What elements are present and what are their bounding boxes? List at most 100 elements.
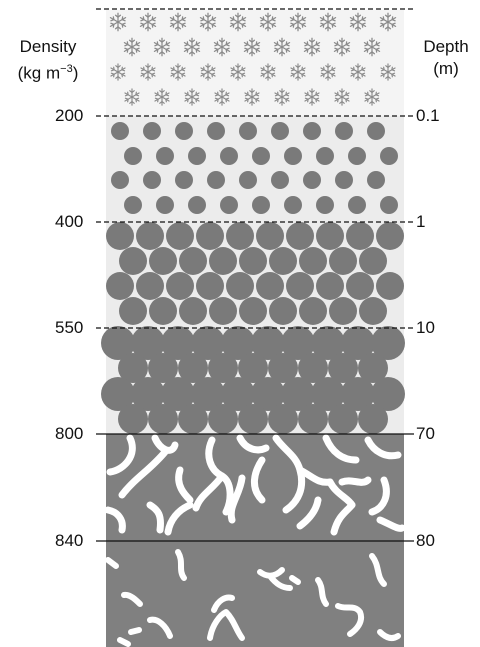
grain [286,222,314,250]
density-tick-800: 800 [55,424,84,443]
isolated-air-bubbles [105,549,401,647]
depth-tick-80: 80 [416,531,435,550]
grain [335,171,353,189]
density-tick-400: 400 [55,212,84,231]
sintered-grain [251,326,285,360]
grain [335,122,353,140]
sintered-grain [311,326,345,360]
grain [179,247,207,275]
grain [209,297,237,325]
density-tick-550: 550 [55,318,84,337]
right-axis-header: Depth (m) [414,36,478,80]
grain [316,147,334,165]
grain [156,147,174,165]
grain [303,171,321,189]
grain [329,297,357,325]
grain [119,247,147,275]
grain [376,222,404,250]
grain [286,272,314,300]
grain [143,122,161,140]
grain [106,272,134,300]
grain [136,272,164,300]
sintered-grain [268,404,298,434]
sintered-grain [358,353,388,383]
sintered-grain [178,404,208,434]
grain [226,272,254,300]
snow-layer-background [106,10,404,116]
grain [124,196,142,214]
grain [299,247,327,275]
grain [316,196,334,214]
grain [119,297,147,325]
grain [359,247,387,275]
grain [156,196,174,214]
grain [188,147,206,165]
sintered-grain [221,377,255,411]
grain [149,247,177,275]
sintered-grain [358,404,388,434]
grain [209,247,237,275]
sintered-grain [341,326,375,360]
grain [316,272,344,300]
grain [207,122,225,140]
grain [269,297,297,325]
sintered-grain [311,377,345,411]
grain [359,297,387,325]
depth-tick-70: 70 [416,424,435,443]
grain [348,147,366,165]
sintered-grain [298,353,328,383]
connected-air-channels [104,434,406,536]
grain [166,222,194,250]
sintered-grain [101,326,135,360]
grain [271,122,289,140]
grain [196,272,224,300]
grain [376,272,404,300]
sintered-grain [148,353,178,383]
sintered-grain [208,353,238,383]
sintered-grain [208,404,238,434]
grain [269,247,297,275]
grain [239,247,267,275]
grain [346,222,374,250]
grain [196,222,224,250]
grain [303,122,321,140]
grain [256,222,284,250]
grain [239,297,267,325]
grain [106,222,134,250]
sintered-grain [341,377,375,411]
sintered-grain [238,404,268,434]
grain [271,171,289,189]
sintered-grain [178,353,208,383]
grain [166,272,194,300]
grain [367,171,385,189]
grain [348,196,366,214]
grain [284,196,302,214]
sintered-grain [118,404,148,434]
sintered-grain [131,326,165,360]
sintered-grain [281,326,315,360]
sintered-grain [101,377,135,411]
sintered-grain [371,377,405,411]
sintered-grain [298,404,328,434]
grain [252,196,270,214]
grain [239,171,257,189]
grain [220,147,238,165]
sintered-grain [371,326,405,360]
grain [284,147,302,165]
grain [175,122,193,140]
grain [252,147,270,165]
grain [179,297,207,325]
grain [220,196,238,214]
right-axis-title: Depth [423,37,469,56]
grain [380,196,398,214]
sintered-grain [148,404,178,434]
grain [329,247,357,275]
grain [143,171,161,189]
depth-tick-10: 10 [416,318,435,337]
sintered-grain [281,377,315,411]
left-axis-title: Density [19,37,77,56]
grain [149,297,177,325]
grain [346,272,374,300]
right-axis-unit: (m) [433,59,459,78]
sintered-grain [251,377,285,411]
